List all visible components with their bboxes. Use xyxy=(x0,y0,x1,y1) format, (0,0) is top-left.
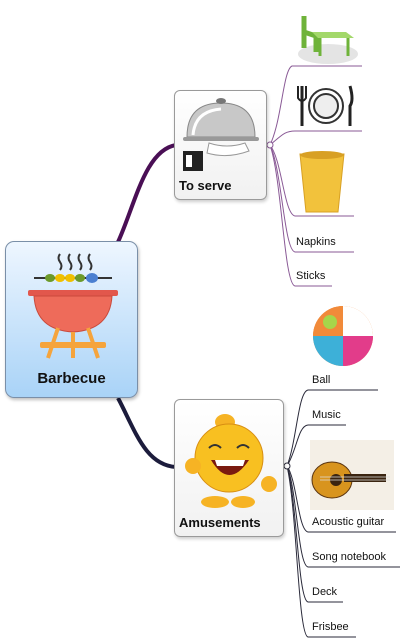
leaf-acoustic-guitar[interactable]: Acoustic guitar xyxy=(312,516,385,528)
leaf-song-notebook[interactable]: Song notebook xyxy=(312,551,387,563)
central-topic-barbecue[interactable]: Barbecue xyxy=(5,241,138,398)
connector-center-to-serve xyxy=(116,143,177,243)
paper-cup-icon[interactable] xyxy=(296,150,348,214)
amusements-leaf-lines xyxy=(286,389,400,638)
waiter-cloche-icon xyxy=(183,98,259,171)
leaf-music[interactable]: Music xyxy=(312,409,341,421)
leaf-deck[interactable]: Deck xyxy=(312,586,338,598)
guitar-icon[interactable] xyxy=(310,440,394,510)
topic-amusements[interactable]: Amusements xyxy=(174,399,284,537)
beach-ball-icon[interactable] xyxy=(308,302,378,368)
laughing-smiley-icon xyxy=(185,414,277,508)
central-topic-label: Barbecue xyxy=(37,370,106,387)
leaf-ball[interactable]: Ball xyxy=(312,374,331,386)
plate-cutlery-icon[interactable] xyxy=(296,82,356,128)
topic-to-serve[interactable]: To serve xyxy=(174,90,267,200)
topic-amusements-label: Amusements xyxy=(179,515,261,530)
leaf-napkins[interactable]: Napkins xyxy=(296,236,336,248)
connector-center-to-amusements xyxy=(116,397,177,469)
serve-leaf-lines xyxy=(269,65,362,287)
amusements-collapse-handle[interactable] xyxy=(283,462,291,470)
leaf-sticks[interactable]: Sticks xyxy=(296,270,326,282)
leaf-frisbee[interactable]: Frisbee xyxy=(312,621,349,633)
topic-to-serve-label: To serve xyxy=(179,178,232,193)
serve-collapse-handle[interactable] xyxy=(266,141,274,149)
table-chairs-icon[interactable] xyxy=(296,8,360,64)
grill-icon xyxy=(28,253,118,359)
